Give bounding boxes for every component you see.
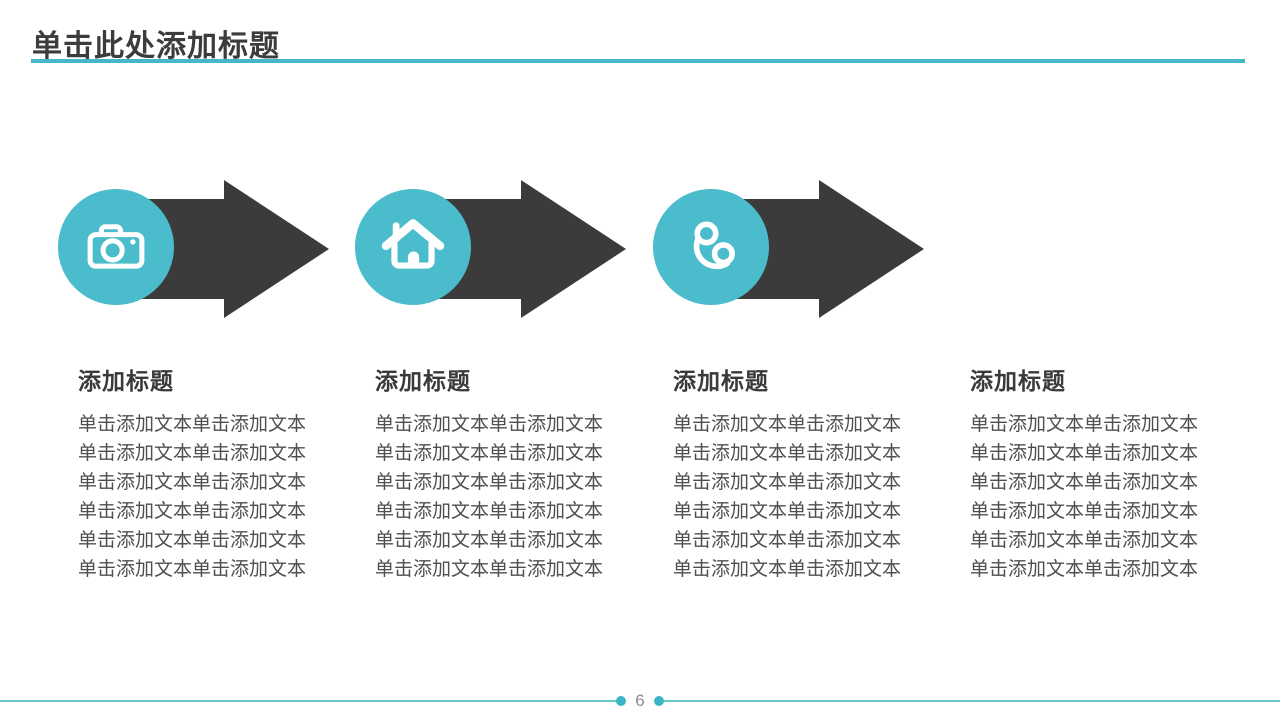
step-body-line: 单击添加文本单击添加文本: [673, 472, 902, 493]
page-number: 6: [635, 691, 645, 710]
step-body-line: 单击添加文本单击添加文本: [673, 530, 902, 551]
step-icon-circle: [653, 189, 769, 305]
step-body-line: 单击添加文本单击添加文本: [78, 443, 307, 464]
step-icon-circle: [355, 189, 471, 305]
step-body-line: 单击添加文本单击添加文本: [78, 559, 307, 580]
step-body-line: 单击添加文本单击添加文本: [673, 414, 902, 435]
phone-icon: [693, 221, 735, 270]
process-step-3: [653, 180, 983, 320]
step-body-line: 单击添加文本单击添加文本: [375, 443, 604, 464]
process-step-1: [58, 180, 388, 320]
step-body-line: 单击添加文本单击添加文本: [78, 472, 307, 493]
step-icon-circle: [58, 189, 174, 305]
step-heading: 添加标题: [970, 368, 1066, 394]
step-body-line: 单击添加文本单击添加文本: [970, 501, 1199, 522]
arrow-right-icon: [116, 180, 329, 318]
step-heading: 添加标题: [375, 368, 471, 394]
step-body-line: 单击添加文本单击添加文本: [78, 501, 307, 522]
step-body-line: 单击添加文本单击添加文本: [673, 501, 902, 522]
camera-icon: [87, 224, 145, 269]
step-body-line: 单击添加文本单击添加文本: [970, 472, 1199, 493]
step-body-line: 单击添加文本单击添加文本: [970, 530, 1199, 551]
home-icon: [381, 219, 445, 269]
step-text-block-1: 添加标题 单击添加文本单击添加文本 单击添加文本单击添加文本 单击添加文本单击添…: [78, 362, 328, 584]
step-body-line: 单击添加文本单击添加文本: [78, 530, 307, 551]
step-body-line: 单击添加文本单击添加文本: [375, 501, 604, 522]
step-body-line: 单击添加文本单击添加文本: [78, 414, 307, 435]
step-body-line: 单击添加文本单击添加文本: [375, 414, 604, 435]
footer-divider-right: [664, 700, 1280, 702]
step-body-line: 单击添加文本单击添加文本: [375, 472, 604, 493]
step-heading: 添加标题: [673, 368, 769, 394]
footer-dot-right: [654, 696, 664, 706]
process-step-2: [355, 180, 685, 320]
step-body-line: 单击添加文本单击添加文本: [375, 530, 604, 551]
step-text-block-2: 添加标题 单击添加文本单击添加文本 单击添加文本单击添加文本 单击添加文本单击添…: [375, 362, 625, 584]
footer-divider-left: [0, 700, 617, 702]
footer-dot-left: [616, 696, 626, 706]
step-body-line: 单击添加文本单击添加文本: [970, 443, 1199, 464]
step-text-block-4: 添加标题 单击添加文本单击添加文本 单击添加文本单击添加文本 单击添加文本单击添…: [970, 362, 1220, 584]
step-heading: 添加标题: [78, 368, 174, 394]
step-body-line: 单击添加文本单击添加文本: [673, 559, 902, 580]
step-body-line: 单击添加文本单击添加文本: [673, 443, 902, 464]
page-title: 单击此处添加标题: [32, 30, 280, 63]
arrow-right-icon: [711, 180, 924, 318]
step-body-line: 单击添加文本单击添加文本: [375, 559, 604, 580]
step-text-block-3: 添加标题 单击添加文本单击添加文本 单击添加文本单击添加文本 单击添加文本单击添…: [673, 362, 923, 584]
step-body-line: 单击添加文本单击添加文本: [970, 414, 1199, 435]
title-underline: [31, 59, 1245, 63]
arrow-right-icon: [413, 180, 626, 318]
step-body-line: 单击添加文本单击添加文本: [970, 559, 1199, 580]
